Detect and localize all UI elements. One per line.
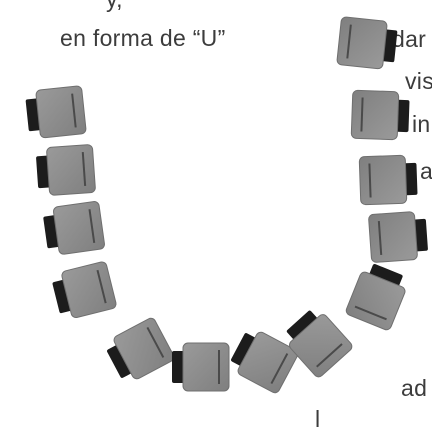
desk-edge-line [146, 326, 165, 358]
desk-edge-line [316, 343, 343, 368]
desk-edge-line [71, 93, 77, 128]
document-page: y, en forma de “U” dar vis in a ad l [25, 0, 432, 431]
desk-icon [61, 261, 117, 319]
desk-icon [289, 314, 353, 378]
desk-with-chair [172, 342, 230, 392]
text-fragment-right-3: in [412, 111, 431, 137]
text-fragment-right-2: vis [405, 68, 432, 94]
desk-icon [35, 85, 87, 139]
desk-with-chair [350, 89, 410, 141]
desk-icon [368, 211, 418, 263]
text-fragment-right-1: dar [392, 26, 427, 52]
desk-icon [46, 144, 96, 196]
desk-icon [113, 317, 175, 380]
desk-with-chair [43, 201, 105, 255]
desk-icon [350, 89, 400, 141]
chair-icon [286, 310, 320, 343]
u-shape-caption: en forma de “U” [60, 25, 226, 51]
desk-with-chair [286, 310, 353, 378]
chair-icon [231, 333, 259, 368]
desk-icon [358, 154, 408, 206]
desk-edge-line [96, 269, 107, 304]
desk-edge-line [360, 97, 364, 132]
desk-edge-line [270, 353, 289, 385]
text-fragment-top: y, [106, 0, 123, 11]
desk-with-chair [52, 261, 117, 319]
desk-edge-line [88, 209, 96, 244]
desk-with-chair [231, 331, 299, 394]
desk-with-chair [358, 154, 418, 206]
desk-icon [182, 342, 230, 392]
desk-edge-line [354, 305, 387, 321]
desk-icon [53, 201, 105, 255]
text-fragment-right-4: a [420, 158, 432, 184]
desk-icon [336, 16, 388, 70]
desk-icon [345, 271, 406, 331]
desk-with-chair [368, 211, 428, 263]
desk-with-chair [25, 85, 87, 139]
desk-with-chair [345, 264, 406, 331]
desk-edge-line [377, 220, 383, 256]
text-fragment-bottom-1: ad [401, 375, 428, 401]
desk-edge-line [368, 163, 372, 198]
desk-icon [237, 331, 299, 394]
desk-with-chair [336, 16, 398, 70]
desk-edge-line [81, 151, 87, 187]
desk-with-chair [107, 317, 175, 380]
desk-with-chair [36, 144, 96, 196]
desk-edge-line [346, 24, 352, 59]
u-shaped-desk-layout [25, 16, 428, 394]
chair-icon [107, 343, 135, 378]
desks-group [25, 16, 428, 394]
